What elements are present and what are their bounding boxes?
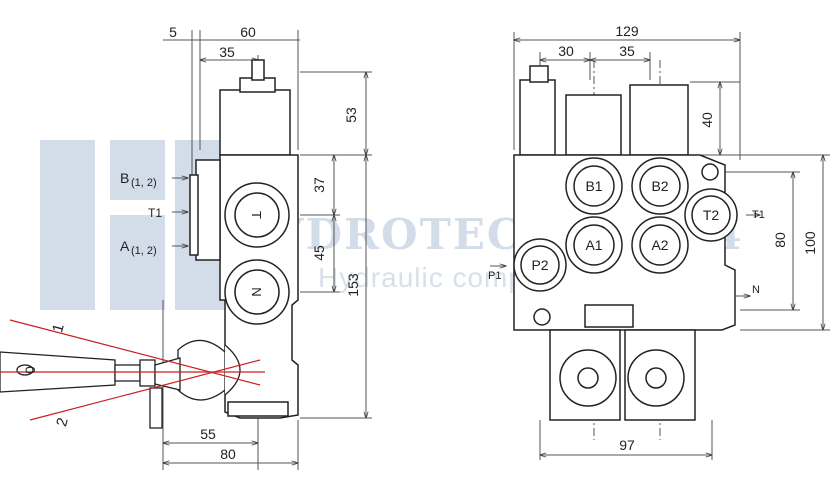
port-t1-right: T1 — [752, 209, 765, 221]
port-marker-n: N — [249, 287, 264, 296]
port-label-b: B — [120, 170, 129, 186]
dim-height-80: 80 — [772, 232, 788, 248]
dim-port-spacing-2: 45 — [311, 245, 327, 261]
dim-top-inner: 35 — [219, 44, 235, 60]
dim-cap-height: 53 — [343, 107, 359, 123]
lever-position-0: 0 — [22, 366, 38, 374]
port-t2: T2 — [703, 207, 720, 223]
port-a2: A2 — [651, 237, 668, 253]
port-label-a: A — [120, 238, 130, 254]
port-marker-t: T — [249, 211, 264, 219]
dim-bottom-width-right: 97 — [619, 437, 635, 453]
port-p2: P2 — [531, 257, 548, 273]
dim-offset-30: 30 — [558, 43, 574, 59]
dim-body-height: 153 — [345, 273, 361, 297]
port-a1: A1 — [585, 237, 602, 253]
port-label-t1: T1 — [148, 206, 162, 220]
dim-bottom-width: 80 — [220, 446, 236, 462]
dim-lever-offset: 55 — [200, 426, 216, 442]
dim-offset-35: 35 — [619, 43, 635, 59]
dim-port-spacing-1: 37 — [311, 177, 327, 193]
port-b1: B1 — [585, 178, 602, 194]
port-label-b-sub: (1, 2) — [131, 177, 157, 189]
dim-top-width: 60 — [240, 24, 256, 40]
dim-height-100: 100 — [802, 231, 818, 255]
port-n-right: N — [752, 284, 760, 296]
port-p1: P1 — [488, 270, 501, 282]
dim-top-offset: 5 — [169, 24, 177, 40]
port-b2: B2 — [651, 178, 668, 194]
dim-cap-height-right: 40 — [699, 112, 715, 128]
dim-overall-width: 129 — [615, 23, 639, 39]
port-label-a-sub: (1, 2) — [131, 245, 157, 257]
